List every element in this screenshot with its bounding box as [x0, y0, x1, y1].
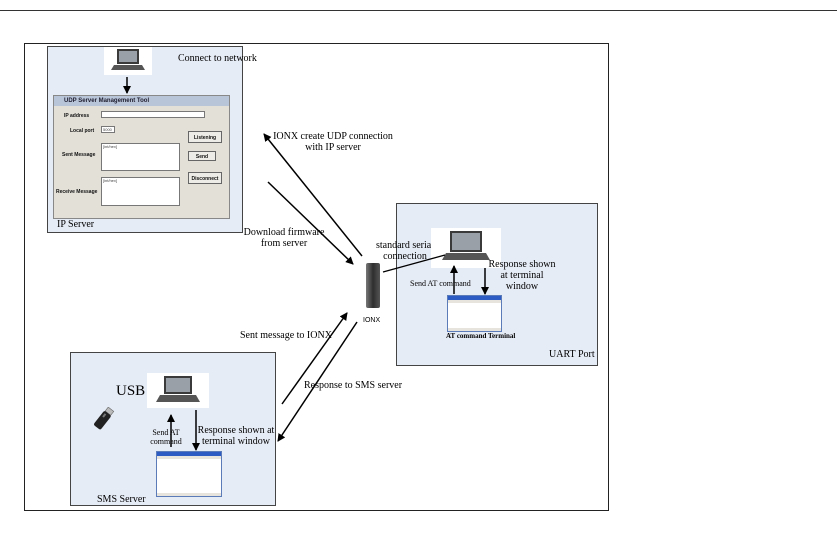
local-port-field[interactable]: 5000 [101, 126, 115, 133]
terminal-toolbar [448, 300, 501, 303]
sms-send-line2: command [150, 437, 182, 446]
sms-send-line1: Send AT [152, 428, 180, 437]
uart-terminal-window [447, 295, 502, 332]
receive-message-label: Receive Message [56, 189, 98, 195]
ip-server-label: IP Server [57, 219, 95, 230]
uart-response-label: Response shown at terminal window [480, 259, 564, 292]
create-udp-line1: IONX create UDP connection [273, 131, 393, 142]
response-to-sms-label: Response to SMS server [304, 380, 403, 391]
ionx-label: IONX [363, 317, 381, 324]
usb-label: USB [116, 383, 146, 399]
terminal-statusbar [448, 328, 501, 331]
download-line1: Download firmware [243, 227, 325, 238]
terminal-titlebar [448, 296, 501, 300]
sms-terminal-window [156, 451, 222, 497]
create-udp-label: IONX create UDP connection with IP serve… [270, 131, 396, 153]
sms-response-label: Response shown at terminal window [186, 425, 286, 447]
uart-port-panel [396, 203, 598, 366]
sent-message-to-ionx-label: Sent message to IONX [240, 330, 332, 341]
send-button[interactable]: Send [188, 151, 216, 161]
sms-send-at-label: Send AT command [146, 428, 186, 446]
sms-laptop [147, 373, 209, 408]
terminal-toolbar [157, 456, 221, 459]
laptop-icon [442, 231, 490, 260]
ionx-device-icon [366, 263, 380, 308]
app-title: UDP Server Management Tool [54, 96, 229, 106]
serial-connection-label: standard serial connection [372, 240, 438, 262]
uart-response-line1: Response shown [488, 259, 556, 270]
arrow-sms-to-ionx [281, 312, 348, 405]
sms-response-line1: Response shown at [197, 425, 275, 436]
usb-stick-icon [94, 406, 115, 430]
download-firmware-label: Download firmware from server [238, 227, 330, 249]
laptop-icon [111, 49, 145, 70]
ip-server-laptop [104, 47, 152, 75]
at-terminal-label: AT command Terminal [446, 332, 516, 340]
sms-server-label: SMS Server [97, 494, 146, 505]
uart-response-line3: window [505, 281, 539, 292]
download-line2: from server [260, 238, 308, 249]
udp-server-app-window: UDP Server Management Tool IP address Lo… [53, 95, 230, 219]
diagram-frame [24, 43, 609, 511]
sent-message-field[interactable]: [int/hex] [101, 143, 180, 171]
serial-connection-line [382, 254, 446, 273]
connect-to-network-label: Connect to network [178, 53, 257, 64]
arrow-ionx-to-sms [277, 321, 358, 442]
serial-line1: standard serial [375, 240, 435, 251]
terminal-titlebar [157, 452, 221, 456]
ip-address-label: IP address [64, 113, 90, 119]
terminal-statusbar [157, 493, 221, 496]
uart-laptop [431, 228, 501, 268]
listening-button[interactable]: Listening [188, 131, 222, 143]
disconnect-button[interactable]: Disconnect [188, 172, 222, 184]
laptop-icon [156, 376, 200, 402]
ionx-device [364, 262, 382, 310]
sms-response-line2: terminal window [201, 436, 271, 447]
ip-address-field[interactable] [101, 111, 205, 118]
arrow-ionx-to-ip-server [263, 133, 363, 257]
create-udp-line2: with IP server [305, 142, 361, 153]
usb-stick [91, 406, 117, 431]
local-port-label: Local port [70, 128, 95, 134]
header-rule [0, 10, 837, 11]
uart-response-line2: at terminal [500, 270, 544, 281]
uart-port-label: UART Port [549, 349, 595, 360]
serial-line2: connection [383, 251, 427, 262]
uart-send-at-label: Send AT command [410, 279, 471, 288]
sent-message-label: Sent Message [62, 152, 96, 158]
arrow-ip-server-to-ionx [267, 181, 354, 265]
receive-message-field[interactable]: [int/hex] [101, 177, 180, 206]
